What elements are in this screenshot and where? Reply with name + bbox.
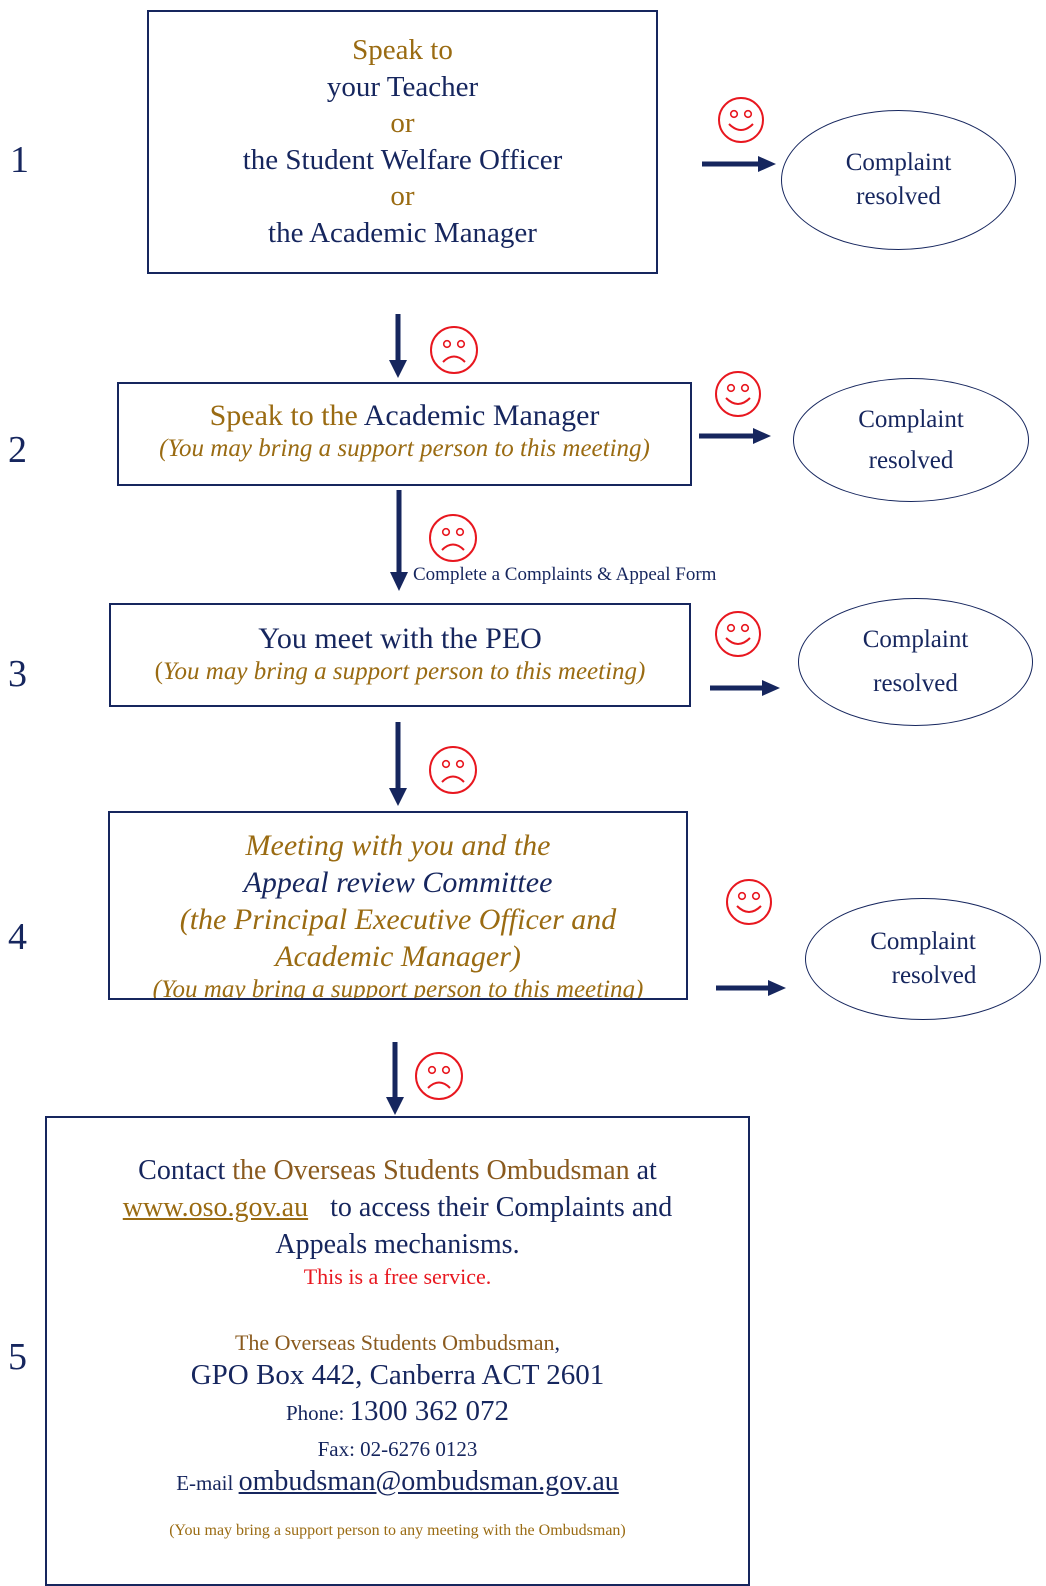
step-3-title: You meet with the PEO (258, 622, 542, 655)
phone-number: 1300 362 072 (349, 1395, 510, 1427)
website-after-text: to access their Complaints and (330, 1192, 673, 1223)
arrow-down-icon (390, 490, 408, 591)
outcome-label: Complaint (858, 406, 964, 433)
arrow-right-icon (699, 428, 771, 444)
fax-number: Fax: 02-6276 0123 (317, 1437, 478, 1461)
smiley-icon (726, 879, 772, 925)
step-number-4: 4 (8, 916, 27, 958)
contact-suffix: at (629, 1155, 657, 1186)
postal-address: GPO Box 442, Canberra ACT 2601 (190, 1359, 605, 1391)
step-3-note: You may bring a support person to this m… (162, 658, 646, 685)
org-comma: , (554, 1330, 561, 1355)
website-link[interactable]: www.oso.gov.au (122, 1192, 309, 1223)
appeals-mechanisms-text: Appeals mechanisms. (275, 1229, 520, 1260)
step-2-title-prefix: Speak to the (209, 399, 364, 432)
email-label: E-mail (176, 1471, 239, 1495)
step-1-line: Speak to (352, 34, 453, 66)
step-3-note-open: ( (154, 658, 163, 685)
outcome-ellipse-1: Complaint resolved (781, 110, 1016, 250)
phone-label: Phone: (285, 1401, 350, 1425)
outcome-label: resolved (856, 183, 941, 210)
step-4-line: Academic Manager) (275, 940, 521, 973)
step-4-line: (the Principal Executive Officer and (179, 903, 617, 936)
ombudsman-name: the Overseas Students Ombudsman (232, 1155, 630, 1186)
arrow-down-icon (389, 722, 407, 806)
step-2-title-role: Academic Manager (363, 399, 600, 432)
outcome-ellipse-3: Complaint resolved (798, 598, 1033, 726)
escalation-note: Complete a Complaints & Appeal Form (413, 564, 717, 585)
step-2-box: Speak to the Academic Manager (You may b… (117, 382, 692, 486)
outcome-label: Complaint (862, 626, 969, 653)
step-number-5: 5 (8, 1336, 27, 1378)
step-4-line: Meeting with you and the (245, 829, 551, 862)
step-1-line: or (390, 107, 415, 139)
step-number-1: 1 (10, 139, 29, 181)
outcome-ellipse-2: Complaint resolved (793, 378, 1029, 502)
step-1-line: or (390, 180, 415, 212)
outcome-ellipse-4: Complaint resolved (805, 898, 1041, 1020)
ombudsman-support-note: (You may bring a support person to any m… (169, 1522, 626, 1539)
step-2-note: (You may bring a support person to this … (159, 435, 650, 462)
outcome-label: Complaint (870, 928, 976, 955)
step-1-box: Speak to your Teacher or the Student Wel… (147, 10, 658, 274)
sad-face-icon (415, 1052, 463, 1100)
step-number-2: 2 (8, 429, 27, 471)
outcome-label: resolved (873, 670, 958, 697)
step-5-box: Contact the Overseas Students Ombudsman … (45, 1116, 750, 1586)
step-number-3: 3 (8, 653, 27, 695)
step-1-line: the Student Welfare Officer (242, 143, 563, 176)
smiley-icon (715, 371, 761, 417)
outcome-label: Complaint (845, 149, 952, 176)
step-1-line: the Academic Manager (268, 216, 537, 249)
ombudsman-org: The Overseas Students Ombudsman (234, 1330, 555, 1355)
step-4-line: Appeal review Committee (243, 866, 553, 899)
arrow-right-icon (702, 156, 776, 172)
sad-face-icon (429, 514, 477, 562)
arrow-down-icon (389, 314, 407, 378)
smiley-icon (715, 611, 761, 657)
arrow-down-icon (386, 1042, 404, 1115)
step-4-box: Meeting with you and the Appeal review C… (108, 811, 688, 1000)
smiley-icon (718, 97, 764, 143)
step-4-note: (You may bring a support person to this … (152, 976, 644, 1000)
arrow-right-icon (710, 680, 780, 696)
outcome-label: resolved (891, 962, 977, 989)
step-1-line: your Teacher (326, 70, 479, 103)
arrow-right-icon (716, 980, 786, 996)
sad-face-icon (429, 746, 477, 794)
step-3-box: You meet with the PEO (You may bring a s… (109, 603, 691, 707)
free-service-text: This is a free service. (303, 1264, 492, 1289)
outcome-label: resolved (868, 447, 954, 474)
contact-prefix: Contact (138, 1155, 233, 1186)
sad-face-icon (430, 326, 478, 374)
email-link[interactable]: ombudsman@ombudsman.gov.au (238, 1466, 619, 1497)
